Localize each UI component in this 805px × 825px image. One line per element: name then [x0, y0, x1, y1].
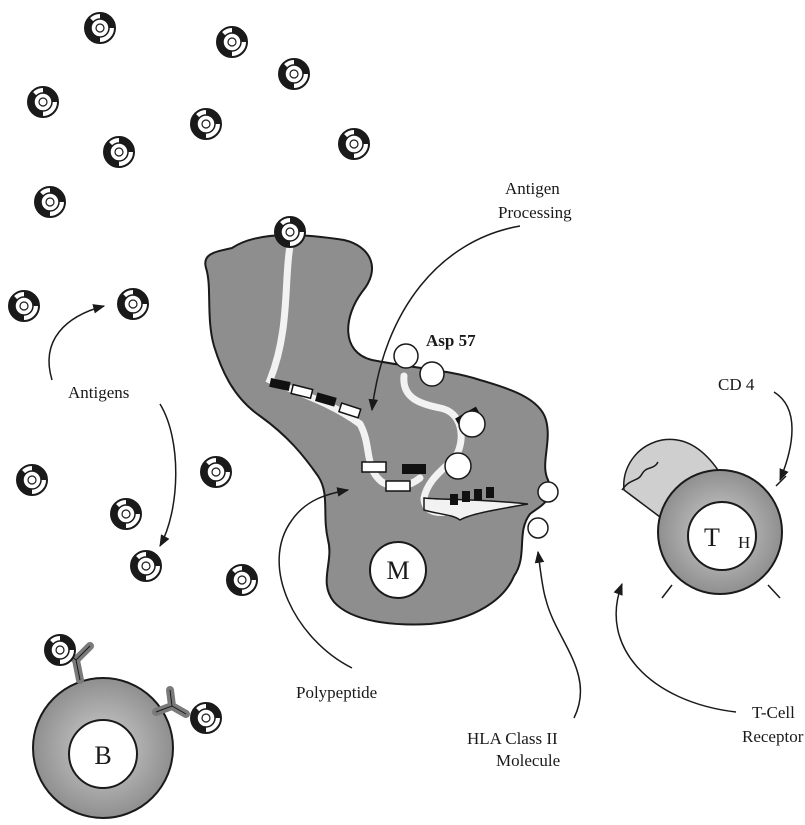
- macrophage: M: [205, 217, 558, 624]
- label-tcr-1: T-Cell: [752, 703, 795, 722]
- peptide-fragment: [386, 481, 410, 491]
- antigen-icon: [201, 457, 231, 487]
- antigen-icon: [279, 59, 309, 89]
- macrophage-label: M: [386, 556, 409, 585]
- label-antigens: Antigens: [68, 383, 129, 402]
- t-helper-cell: T H: [622, 439, 786, 598]
- antigen-icon: [118, 289, 148, 319]
- antigen-icon: [111, 499, 141, 529]
- antigen-icon: [28, 87, 58, 117]
- label-hla-1: HLA Class II: [467, 729, 558, 748]
- b-cell-label: B: [94, 741, 111, 770]
- antigen-icon: [275, 217, 305, 247]
- antigen-icon: [191, 703, 221, 733]
- antigen-icon: [227, 565, 257, 595]
- antigen-icon: [85, 13, 115, 43]
- label-hla-2: Molecule: [496, 751, 560, 770]
- peptide-fragment: [402, 464, 426, 474]
- label-polypeptide: Polypeptide: [296, 683, 377, 702]
- antigen-icon: [45, 635, 75, 665]
- label-tcr-2: Receptor: [742, 727, 804, 746]
- antigen-icon: [217, 27, 247, 57]
- hla-arrow: [538, 552, 581, 718]
- antigens-arrow-down: [160, 404, 176, 546]
- tcr-arrow: [616, 584, 736, 712]
- antigen-icon: [35, 187, 65, 217]
- label-asp57: Asp 57: [426, 331, 476, 350]
- antigens-arrow-up: [49, 306, 104, 380]
- cd4-arrow: [774, 392, 792, 480]
- antigen-icon: [104, 137, 134, 167]
- antigen-icon: [339, 129, 369, 159]
- antigen-icon: [131, 551, 161, 581]
- label-cd4: CD 4: [718, 375, 755, 394]
- antigen-icon: [191, 109, 221, 139]
- antigen-icon: [9, 291, 39, 321]
- label-antigen-processing-2: Processing: [498, 203, 572, 222]
- b-cell: B: [33, 635, 221, 818]
- t-cell-label: T: [704, 523, 720, 552]
- antigen-icon: [17, 465, 47, 495]
- label-antigen-processing-1: Antigen: [505, 179, 560, 198]
- svg-text:H: H: [738, 533, 750, 552]
- peptide-fragment: [362, 462, 386, 472]
